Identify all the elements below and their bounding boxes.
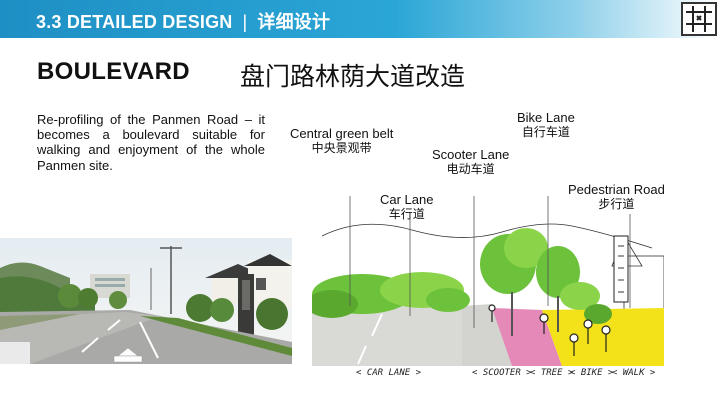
label-central-green-belt-en: Central green belt: [290, 126, 394, 141]
label-scooter-lane-cn: 电动车道: [446, 162, 495, 176]
section-separator: |: [242, 12, 248, 32]
label-pedestrian-road-cn: 步行道: [598, 197, 635, 211]
annotation-tree: < TREE >: [530, 368, 574, 378]
label-pedestrian-road-en: Pedestrian Road: [568, 182, 665, 197]
page-title: BOULEVARD: [37, 58, 190, 85]
label-car-lane: Car Lane 车行道: [380, 192, 433, 222]
description-text: Re-profiling of the Panmen Road – it bec…: [37, 112, 265, 173]
label-bike-lane-cn: 自行车道: [521, 125, 570, 139]
street-photo: [0, 238, 292, 364]
boulevard-section-sketch: [306, 134, 665, 376]
annotation-scooter: < SCOOTER >: [472, 368, 532, 378]
logo: [681, 2, 717, 36]
label-central-green-belt-cn: 中央景观带: [311, 141, 372, 155]
label-car-lane-cn: 车行道: [388, 207, 425, 221]
annotation-bike: < BIKE >: [570, 368, 614, 378]
label-car-lane-en: Car Lane: [380, 192, 434, 207]
label-scooter-lane: Scooter Lane 电动车道: [432, 147, 509, 177]
section-label: 3.3 DETAILED DESIGN: [36, 12, 233, 32]
logo-icon: [686, 6, 712, 32]
label-scooter-lane-en: Scooter Lane: [432, 147, 510, 162]
annotation-walk: < WALK >: [612, 368, 656, 378]
section-title: 3.3 DETAILED DESIGN | 详细设计: [36, 8, 330, 34]
label-bike-lane: Bike Lane 自行车道: [517, 110, 575, 140]
label-pedestrian-road: Pedestrian Road 步行道: [568, 182, 665, 212]
label-bike-lane-en: Bike Lane: [517, 110, 575, 125]
page-title-cn: 盘门路林荫大道改造: [240, 62, 466, 91]
section-label-cn: 详细设计: [257, 12, 331, 32]
header-bar: [0, 0, 720, 38]
label-central-green-belt: Central green belt 中央景观带: [290, 126, 393, 156]
annotation-car-lane: < CAR LANE >: [356, 368, 422, 378]
